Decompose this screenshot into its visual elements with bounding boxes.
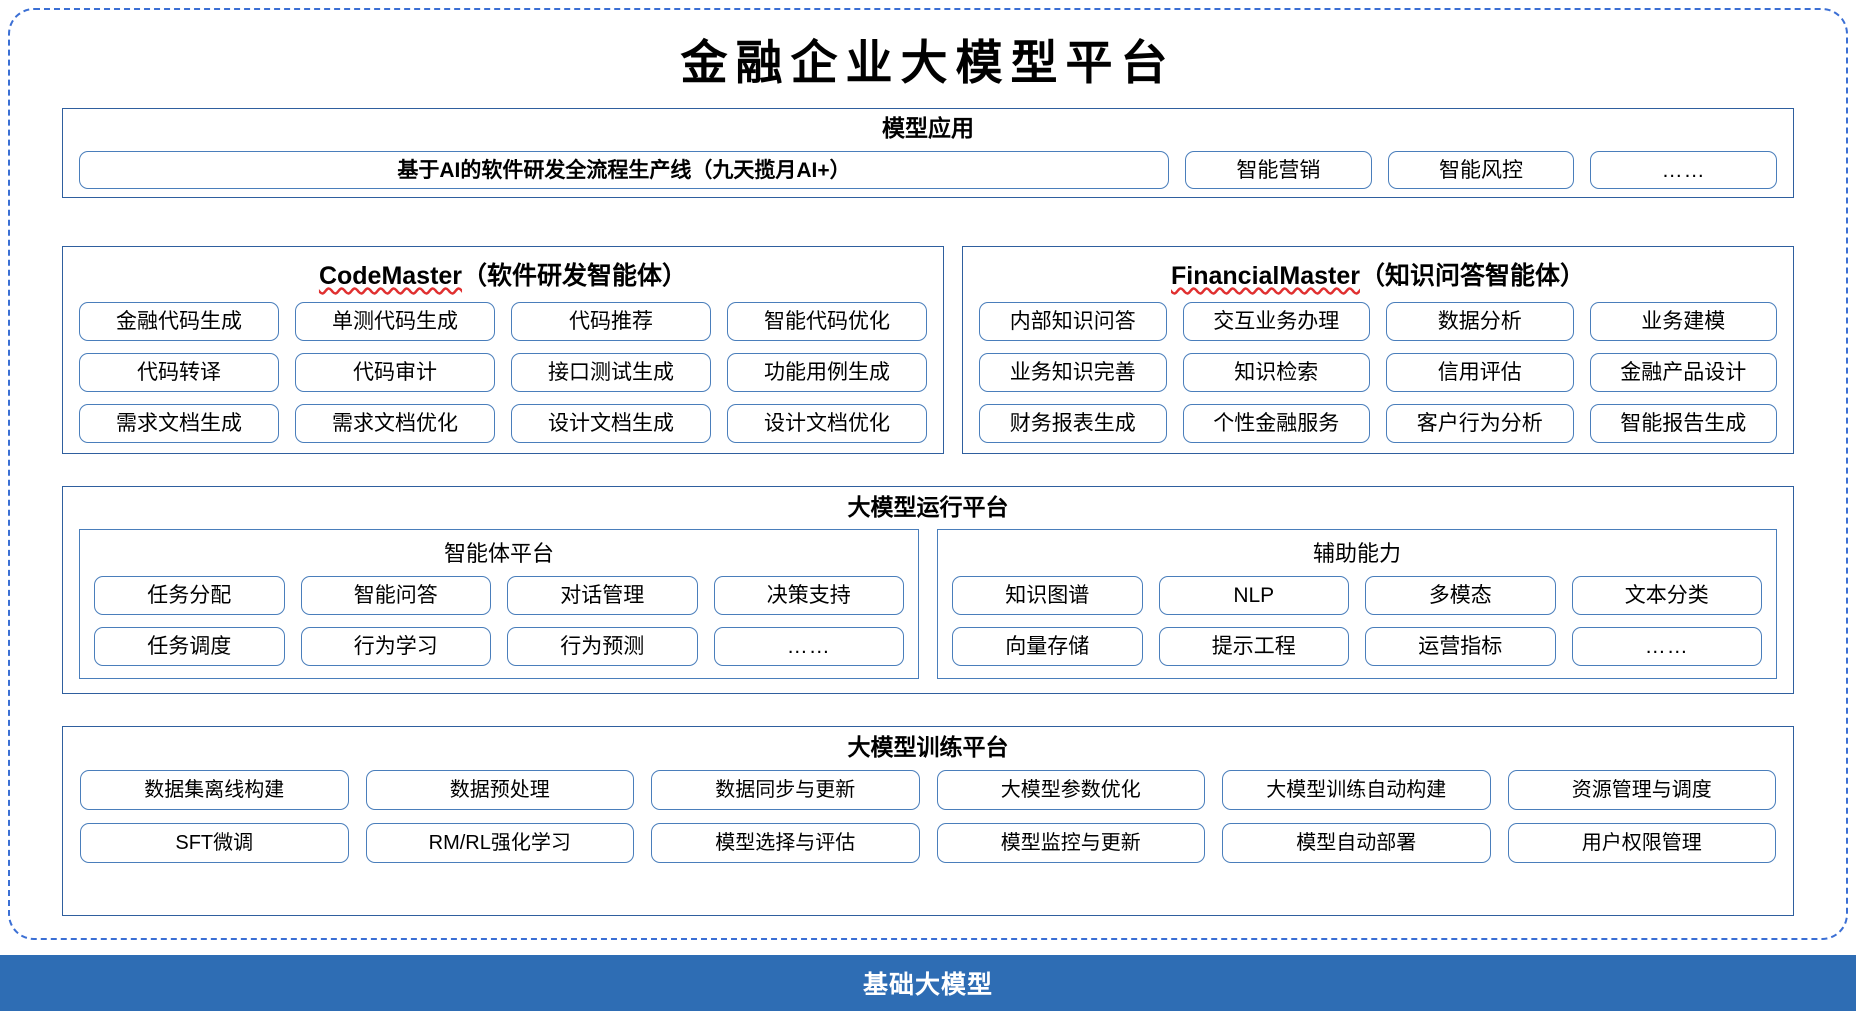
chip-financial-code-generation[interactable]: 金融代码生成 <box>79 302 279 341</box>
chip-personalized-financial-service[interactable]: 个性金融服务 <box>1182 404 1370 443</box>
section-codemaster: CodeMaster（软件研发智能体） 金融代码生成 单测代码生成 代码推荐 智… <box>62 246 944 454</box>
section-runtime-platform: 大模型运行平台 智能体平台 任务分配 智能问答 对话管理 决策支持 任务调度 行… <box>62 486 1794 694</box>
subpanel-title-auxiliary-capabilities: 辅助能力 <box>1312 541 1401 566</box>
chip-data-preprocessing[interactable]: 数据预处理 <box>365 770 634 810</box>
agent-platform-grid: 任务分配 智能问答 对话管理 决策支持 任务调度 行为学习 行为预测 …… <box>94 576 904 666</box>
base-model-label: 基础大模型 <box>862 971 993 999</box>
chip-business-knowledge-improvement[interactable]: 业务知识完善 <box>979 353 1167 392</box>
subpanel-title-agent-platform: 智能体平台 <box>443 541 554 566</box>
chip-requirement-doc-generation[interactable]: 需求文档生成 <box>79 404 279 443</box>
chip-financial-report-generation[interactable]: 财务报表生成 <box>979 404 1167 443</box>
codemaster-name-cn: （软件研发智能体） <box>462 262 688 290</box>
runtime-subpanel-row: 智能体平台 任务分配 智能问答 对话管理 决策支持 任务调度 行为学习 行为预测… <box>79 529 1777 679</box>
financialmaster-name-en: FinancialMaster <box>1171 262 1360 290</box>
codemaster-capability-grid: 金融代码生成 单测代码生成 代码推荐 智能代码优化 代码转译 代码审计 接口测试… <box>79 302 927 443</box>
chip-interface-test-generation[interactable]: 接口测试生成 <box>511 353 711 392</box>
page-title: 金融企业大模型平台 <box>680 38 1176 90</box>
chip-behavior-prediction[interactable]: 行为预测 <box>507 627 698 666</box>
auxiliary-capabilities-grid: 知识图谱 NLP 多模态 文本分类 向量存储 提示工程 运营指标 …… <box>952 576 1762 666</box>
chip-vector-storage[interactable]: 向量存储 <box>952 627 1143 666</box>
chip-knowledge-retrieval[interactable]: 知识检索 <box>1182 353 1370 392</box>
chip-code-recommendation[interactable]: 代码推荐 <box>511 302 711 341</box>
chip-resource-management-scheduling[interactable]: 资源管理与调度 <box>1507 770 1776 810</box>
section-title-training-platform: 大模型训练平台 <box>847 734 1009 760</box>
chip-interactive-business-handling[interactable]: 交互业务办理 <box>1182 302 1370 341</box>
chip-more-ellipsis[interactable]: …… <box>1590 151 1778 189</box>
section-title-codemaster: CodeMaster（软件研发智能体） <box>63 256 943 292</box>
chip-user-permission-management[interactable]: 用户权限管理 <box>1507 823 1776 863</box>
chip-model-monitoring-update[interactable]: 模型监控与更新 <box>936 823 1205 863</box>
chip-smart-marketing[interactable]: 智能营销 <box>1185 151 1372 189</box>
chip-business-modeling[interactable]: 业务建模 <box>1589 302 1777 341</box>
chip-functional-case-generation[interactable]: 功能用例生成 <box>727 353 927 392</box>
chip-design-doc-generation[interactable]: 设计文档生成 <box>511 404 711 443</box>
chip-requirement-doc-optimization[interactable]: 需求文档优化 <box>295 404 495 443</box>
chip-model-training-auto-build[interactable]: 大模型训练自动构建 <box>1222 770 1491 810</box>
model-application-row: 基于AI的软件研发全流程生产线（九天揽月AI+） 智能营销 智能风控 …… <box>79 151 1778 189</box>
section-model-application: 模型应用 基于AI的软件研发全流程生产线（九天揽月AI+） 智能营销 智能风控 … <box>62 108 1794 198</box>
chip-text-classification[interactable]: 文本分类 <box>1571 576 1762 615</box>
chip-model-selection-evaluation[interactable]: 模型选择与评估 <box>651 823 920 863</box>
chip-knowledge-graph[interactable]: 知识图谱 <box>952 576 1143 615</box>
chip-auxiliary-more[interactable]: …… <box>1571 627 1762 666</box>
financialmaster-name-cn: （知识问答智能体） <box>1359 262 1585 290</box>
chip-behavior-learning[interactable]: 行为学习 <box>300 627 491 666</box>
base-model-bar: 基础大模型 <box>0 955 1856 1011</box>
chip-financial-product-design[interactable]: 金融产品设计 <box>1589 353 1777 392</box>
chip-internal-knowledge-qa[interactable]: 内部知识问答 <box>979 302 1167 341</box>
chip-design-doc-optimization[interactable]: 设计文档优化 <box>727 404 927 443</box>
chip-rm-rl-reinforcement-learning[interactable]: RM/RL强化学习 <box>365 823 634 863</box>
chip-sft-finetuning[interactable]: SFT微调 <box>80 823 349 863</box>
chip-multimodal[interactable]: 多模态 <box>1365 576 1556 615</box>
chip-code-audit[interactable]: 代码审计 <box>295 353 495 392</box>
chip-task-allocation[interactable]: 任务分配 <box>94 576 285 615</box>
chip-data-sync-update[interactable]: 数据同步与更新 <box>651 770 920 810</box>
subpanel-agent-platform: 智能体平台 任务分配 智能问答 对话管理 决策支持 任务调度 行为学习 行为预测… <box>79 529 919 679</box>
chip-smart-risk-control[interactable]: 智能风控 <box>1387 151 1575 189</box>
chip-nlp[interactable]: NLP <box>1158 576 1349 615</box>
training-platform-grid: 数据集离线构建 数据预处理 数据同步与更新 大模型参数优化 大模型训练自动构建 … <box>80 770 1776 863</box>
chip-unit-test-code-generation[interactable]: 单测代码生成 <box>295 302 495 341</box>
chip-smart-qa[interactable]: 智能问答 <box>300 576 491 615</box>
chip-agent-platform-more[interactable]: …… <box>713 627 904 666</box>
chip-ai-software-pipeline[interactable]: 基于AI的软件研发全流程生产线（九天揽月AI+） <box>79 151 1169 189</box>
chip-task-scheduling[interactable]: 任务调度 <box>94 627 285 666</box>
chip-decision-support[interactable]: 决策支持 <box>713 576 904 615</box>
outer-dashed-frame <box>8 8 1848 940</box>
chip-dialogue-management[interactable]: 对话管理 <box>507 576 698 615</box>
chip-model-parameter-optimization[interactable]: 大模型参数优化 <box>936 770 1205 810</box>
financialmaster-capability-grid: 内部知识问答 交互业务办理 数据分析 业务建模 业务知识完善 知识检索 信用评估… <box>979 302 1777 443</box>
section-title-runtime-platform: 大模型运行平台 <box>847 494 1009 520</box>
chip-data-analysis[interactable]: 数据分析 <box>1386 302 1574 341</box>
chip-customer-behavior-analysis[interactable]: 客户行为分析 <box>1386 404 1574 443</box>
section-title-model-application: 模型应用 <box>882 115 974 141</box>
chip-operation-metrics[interactable]: 运营指标 <box>1365 627 1556 666</box>
chip-credit-assessment[interactable]: 信用评估 <box>1386 353 1574 392</box>
section-training-platform: 大模型训练平台 数据集离线构建 数据预处理 数据同步与更新 大模型参数优化 大模… <box>62 726 1794 916</box>
chip-smart-report-generation[interactable]: 智能报告生成 <box>1589 404 1777 443</box>
chip-prompt-engineering[interactable]: 提示工程 <box>1158 627 1349 666</box>
subpanel-auxiliary-capabilities: 辅助能力 知识图谱 NLP 多模态 文本分类 向量存储 提示工程 运营指标 …… <box>937 529 1777 679</box>
section-financialmaster: FinancialMaster（知识问答智能体） 内部知识问答 交互业务办理 数… <box>962 246 1794 454</box>
codemaster-name-en: CodeMaster <box>318 262 463 290</box>
chip-code-translation[interactable]: 代码转译 <box>79 353 279 392</box>
chip-smart-code-optimization[interactable]: 智能代码优化 <box>727 302 927 341</box>
chip-dataset-offline-build[interactable]: 数据集离线构建 <box>80 770 349 810</box>
section-title-financialmaster: FinancialMaster（知识问答智能体） <box>963 256 1793 292</box>
chip-model-auto-deployment[interactable]: 模型自动部署 <box>1222 823 1491 863</box>
